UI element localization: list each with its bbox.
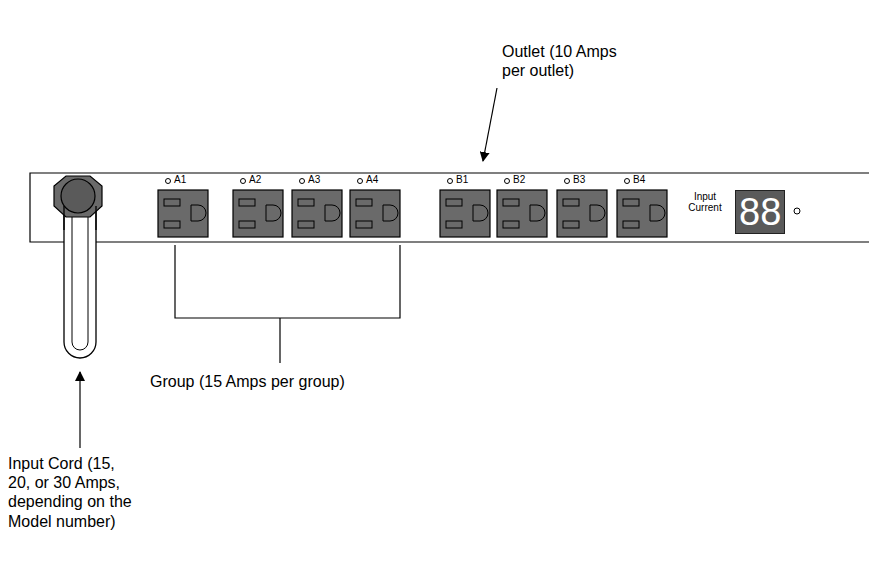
outlet	[350, 190, 400, 237]
callout-text: Group (15 Amps per group)	[150, 372, 345, 391]
outlet-label: B1	[456, 174, 468, 186]
outlet	[158, 190, 208, 237]
ground-pin	[383, 205, 398, 221]
outlet-slot	[503, 199, 519, 206]
input-cord	[72, 196, 88, 350]
display-digits: 88	[739, 193, 781, 231]
outlet-slot	[356, 221, 372, 228]
outlets	[158, 179, 667, 238]
ground-pin	[266, 205, 281, 221]
outlet-slot	[239, 199, 255, 206]
leader-arrow	[483, 88, 497, 161]
pdu-housing	[30, 173, 869, 242]
ground-pin	[650, 205, 665, 221]
outlet-led	[358, 179, 363, 184]
display-label: Input Current	[683, 192, 727, 213]
cord-gland	[54, 176, 102, 217]
ground-pin	[590, 205, 605, 221]
outlet-slot	[623, 221, 639, 228]
outlet-label: B2	[513, 174, 525, 186]
callout-text: Outlet (10 Amps per outlet)	[502, 42, 634, 80]
outlet-slot	[446, 221, 462, 228]
outlet-slot	[298, 221, 314, 228]
outlet	[497, 190, 547, 237]
outlet-led	[625, 179, 630, 184]
outlet-label: B3	[573, 174, 585, 186]
leader-arrow	[79, 372, 80, 448]
outlet-slot	[356, 199, 372, 206]
ground-pin	[325, 205, 340, 221]
outlet	[233, 190, 283, 237]
outlet-label: B4	[633, 174, 645, 186]
group-bracket	[175, 245, 400, 363]
outlet-led	[300, 179, 305, 184]
outlet-label: A3	[308, 174, 320, 186]
outlet-led	[505, 179, 510, 184]
outlet-slot	[563, 199, 579, 206]
indicator-led	[794, 208, 800, 214]
outlet-slot	[503, 221, 519, 228]
current-display: 88	[735, 190, 785, 234]
outlet	[440, 190, 490, 237]
outlet-led	[565, 179, 570, 184]
outlet-label: A1	[174, 174, 186, 186]
input-cord	[64, 196, 96, 358]
outlet-label: A2	[249, 174, 261, 186]
callout-text: Input Cord (15, 20, or 30 Amps, dependin…	[8, 454, 140, 531]
outlet-slot	[164, 199, 180, 206]
outlet-led	[448, 179, 453, 184]
outlet-label: A4	[366, 174, 378, 186]
outlet	[557, 190, 607, 237]
ground-pin	[473, 205, 488, 221]
outlet-led	[241, 179, 246, 184]
outlet	[292, 190, 342, 237]
outlet-slot	[239, 221, 255, 228]
outlet	[617, 190, 667, 237]
outlet-slot	[164, 221, 180, 228]
outlet-slot	[623, 199, 639, 206]
input-cord	[64, 206, 96, 230]
ground-pin	[530, 205, 545, 221]
outlet-slot	[298, 199, 314, 206]
ground-pin	[191, 205, 206, 221]
outlet-slot	[563, 221, 579, 228]
cord-gland	[61, 179, 95, 213]
outlet-led	[166, 179, 171, 184]
outlet-slot	[446, 199, 462, 206]
